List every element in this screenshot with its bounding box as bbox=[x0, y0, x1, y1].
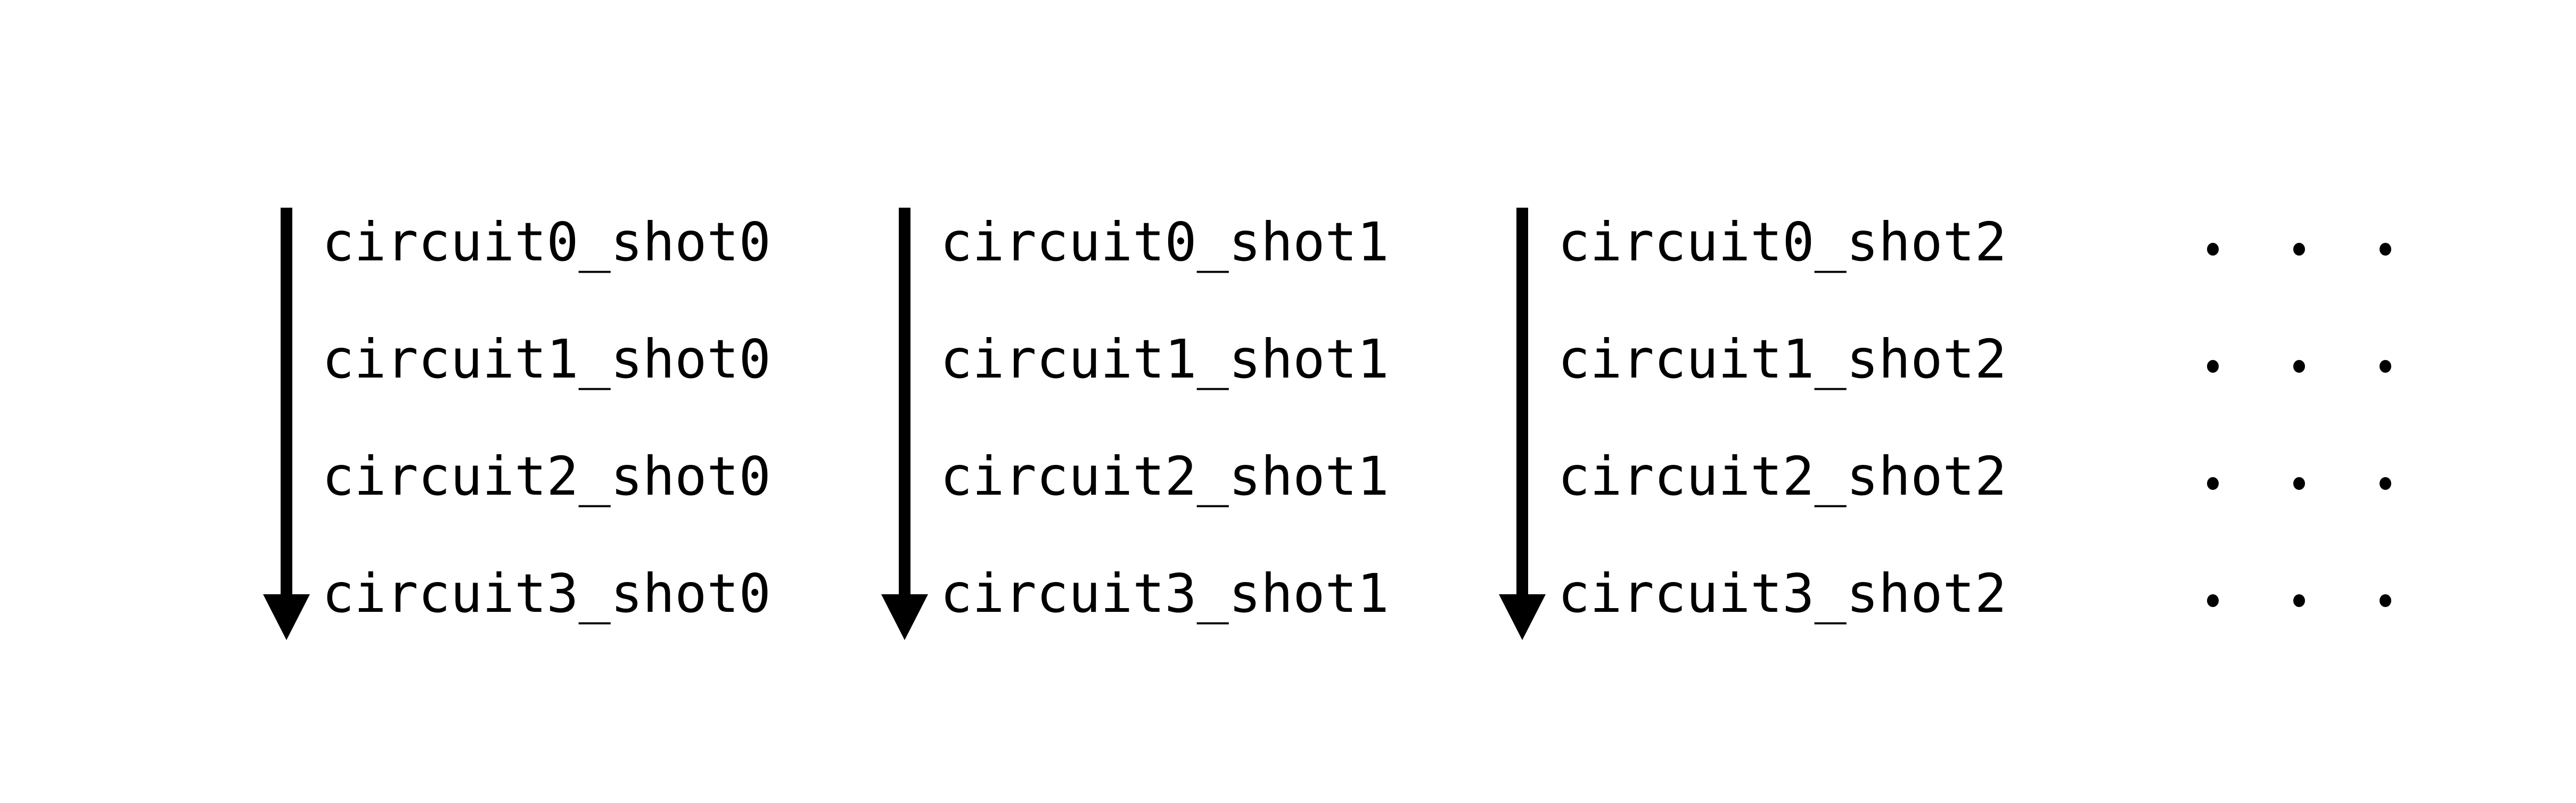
ellipsis-dot bbox=[2293, 594, 2305, 607]
shot-label-circuit3-shot2: circuit3_shot2 bbox=[1558, 562, 2007, 625]
horizontal-ellipsis-icon-row1 bbox=[2207, 360, 2391, 373]
ellipsis-dot bbox=[2380, 477, 2391, 490]
shot-label-circuit1-shot2: circuit1_shot2 bbox=[1558, 328, 2007, 390]
shot-label-circuit1-shot1: circuit1_shot1 bbox=[940, 328, 1389, 390]
ellipsis-dot bbox=[2380, 594, 2391, 607]
ellipsis-dot bbox=[2380, 360, 2391, 373]
shot-label-circuit3-shot1: circuit3_shot1 bbox=[940, 562, 1389, 625]
ellipsis-dot bbox=[2293, 360, 2305, 373]
horizontal-ellipsis-icon-row3 bbox=[2207, 594, 2391, 607]
shot-label-circuit3-shot0: circuit3_shot0 bbox=[322, 562, 771, 625]
horizontal-ellipsis-icon-row0 bbox=[2207, 243, 2391, 256]
shot-label-circuit2-shot0: circuit2_shot0 bbox=[322, 445, 771, 507]
down-arrow-shot0 bbox=[263, 208, 310, 640]
ellipsis-dot bbox=[2207, 360, 2219, 373]
ellipsis-dot bbox=[2207, 477, 2219, 490]
shot-label-circuit0-shot2: circuit0_shot2 bbox=[1558, 211, 2007, 273]
horizontal-ellipsis-icon-row2 bbox=[2207, 477, 2391, 490]
shot-label-circuit0-shot1: circuit0_shot1 bbox=[940, 211, 1389, 273]
ellipsis-dot bbox=[2293, 477, 2305, 490]
shot-label-circuit2-shot2: circuit2_shot2 bbox=[1558, 445, 2007, 507]
down-arrow-shot2 bbox=[1499, 208, 1546, 640]
shot-label-circuit2-shot1: circuit2_shot1 bbox=[940, 445, 1389, 507]
ellipsis-dot bbox=[2293, 243, 2305, 256]
shot-label-circuit0-shot0: circuit0_shot0 bbox=[322, 211, 771, 273]
down-arrow-shot1 bbox=[881, 208, 928, 640]
shot-label-circuit1-shot0: circuit1_shot0 bbox=[322, 328, 771, 390]
ellipsis-dot bbox=[2207, 243, 2219, 256]
ellipsis-dot bbox=[2380, 243, 2391, 256]
ellipsis-dot bbox=[2207, 594, 2219, 607]
